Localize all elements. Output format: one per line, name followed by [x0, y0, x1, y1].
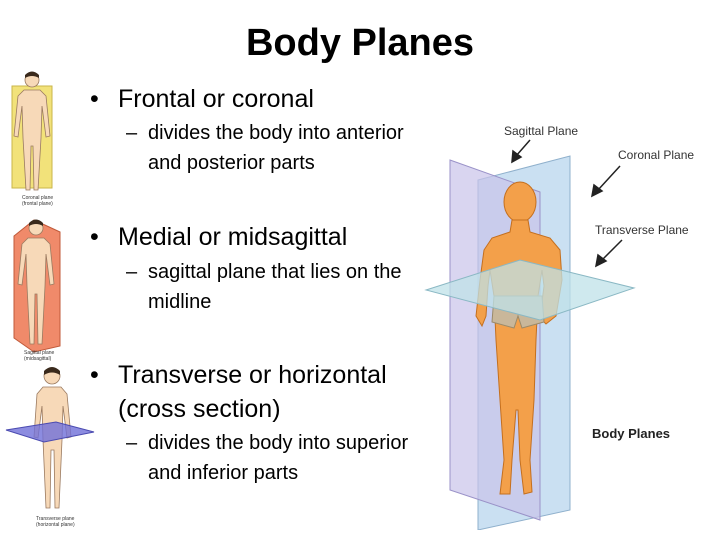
sub-medial-line2: midline [148, 291, 212, 313]
transverse-plane-figure-icon [5, 367, 95, 509]
dash-glyph: – [126, 432, 138, 454]
sub-transverse-line2: and inferior parts [148, 462, 299, 484]
transverse-plane-label: Transverse Plane [595, 223, 689, 237]
sub-medial: –sagittal plane that lies on the midline [126, 257, 402, 317]
planes-illustration [424, 139, 636, 530]
coronal-plane-label: Coronal Plane [618, 148, 695, 162]
thumb-transverse-caption: Transverse plane(horizontal plane) [36, 516, 75, 528]
thumb-frontal-caption: Coronal plane(frontal plane) [22, 195, 54, 207]
slide-title: Body Planes [245, 22, 475, 64]
bullet-glyph: • [90, 361, 99, 389]
bullet-medial-text: Medial or midsagittal [118, 223, 348, 251]
body-planes-diagram: Sagittal Plane Coronal Plane Transverse … [420, 110, 720, 530]
sub-frontal: –divides the body into anterior and post… [126, 118, 404, 178]
bullet-frontal-text: Frontal or coronal [118, 85, 314, 113]
diagram-title: Body Planes [592, 426, 671, 441]
bullet-glyph: • [90, 223, 99, 251]
bullet-medial: • Medial or midsagittal [90, 220, 347, 254]
bullet-transverse-line1: Transverse or horizontal [118, 361, 387, 389]
frontal-plane-figure-icon [11, 71, 53, 191]
sub-frontal-line2: and posterior parts [148, 152, 315, 174]
bullet-frontal: • Frontal or coronal [90, 82, 314, 116]
sub-medial-line1: sagittal plane that lies on the [148, 261, 402, 283]
sub-transverse: –divides the body into superior and infe… [126, 428, 408, 488]
sub-frontal-line1: divides the body into anterior [148, 122, 404, 144]
sagittal-plane-figure-icon [13, 219, 61, 353]
pointer-arrows [511, 139, 623, 268]
sub-transverse-line1: divides the body into superior [148, 432, 409, 454]
thumb-sagittal-caption: Sagittal plane(midsagittal) [24, 350, 55, 362]
bullet-transverse: • Transverse or horizontal (cross section… [90, 358, 387, 426]
transverse-plane-shape [424, 259, 636, 321]
sagittal-plane-label: Sagittal Plane [504, 124, 579, 138]
dash-glyph: – [126, 261, 138, 283]
dash-glyph: – [126, 122, 138, 144]
bullet-glyph: • [90, 85, 99, 113]
bullet-transverse-line2: (cross section) [118, 395, 281, 423]
